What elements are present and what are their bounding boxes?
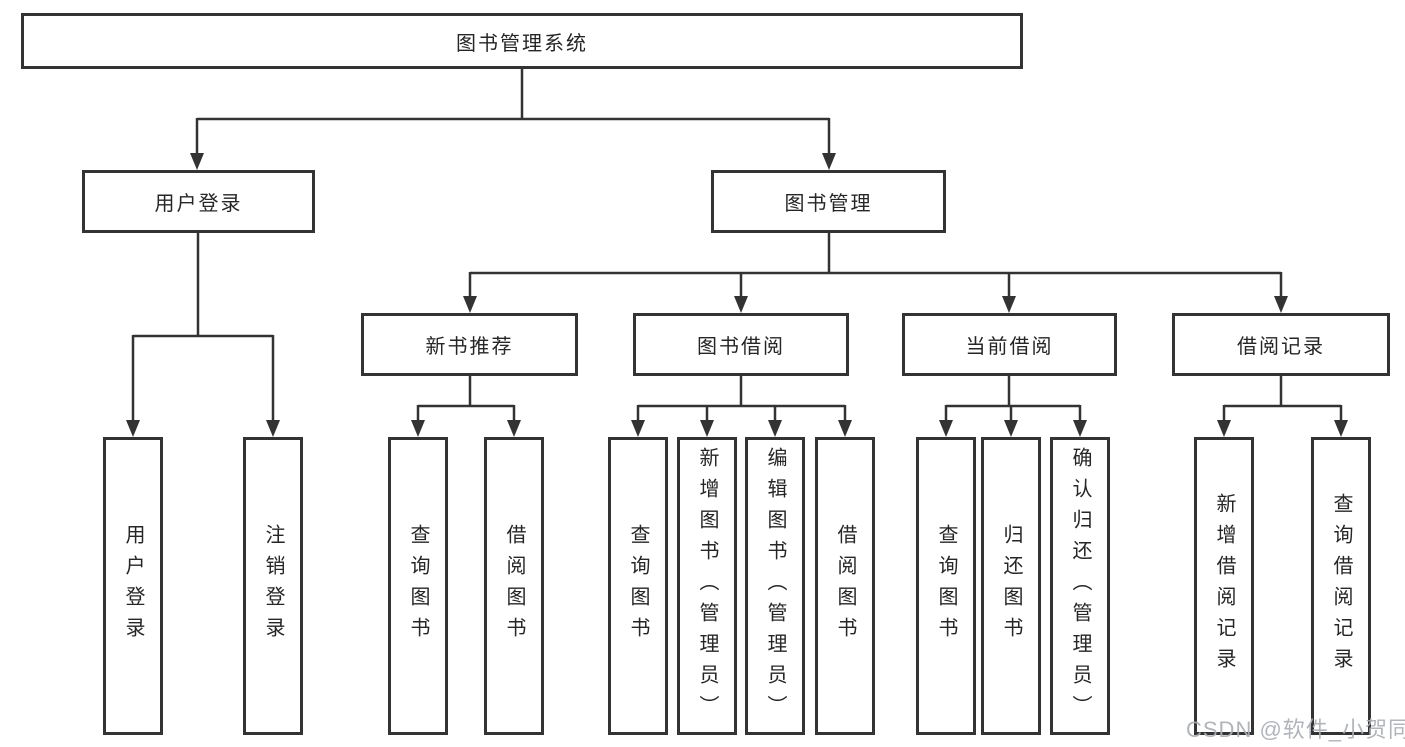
node-label: 编辑图书（管理员） bbox=[764, 446, 786, 726]
arrowheads bbox=[126, 153, 1348, 437]
node-label: 注销登录 bbox=[262, 524, 284, 648]
leaf-query-books-current: 查询图书 bbox=[916, 437, 976, 735]
node-label: 查询图书 bbox=[627, 524, 649, 648]
node-label: 图书管理系统 bbox=[456, 32, 588, 55]
node-label: 用户登录 bbox=[154, 193, 243, 215]
node-label: 查询图书 bbox=[935, 524, 957, 648]
leaf-add-books-admin: 新增图书（管理员） bbox=[677, 437, 737, 735]
node-label: 借阅记录 bbox=[1237, 336, 1325, 358]
csdn-watermark: CSDN @软件_小贺同学 bbox=[1186, 717, 1405, 742]
leaf-confirm-return-admin: 确认归还（管理员） bbox=[1050, 437, 1110, 735]
node-label: 新增借阅记录 bbox=[1213, 493, 1235, 679]
node-label: 查询图书 bbox=[407, 524, 429, 648]
leaf-add-borrow-record: 新增借阅记录 bbox=[1194, 437, 1254, 735]
node-user-login-branch: 用户登录 bbox=[82, 170, 315, 233]
leaf-borrow-books: 借阅图书 bbox=[815, 437, 875, 735]
leaf-query-borrow-record: 查询借阅记录 bbox=[1311, 437, 1371, 735]
node-book-borrow: 图书借阅 bbox=[633, 313, 849, 376]
leaf-user-login: 用户登录 bbox=[103, 437, 163, 735]
leaf-borrow-books-recommend: 借阅图书 bbox=[484, 437, 544, 735]
node-label: 当前借阅 bbox=[965, 336, 1054, 358]
leaf-query-books-recommend: 查询图书 bbox=[388, 437, 448, 735]
node-label: 借阅图书 bbox=[503, 524, 525, 648]
leaf-return-books: 归还图书 bbox=[981, 437, 1041, 735]
node-system-root: 图书管理系统 bbox=[21, 13, 1023, 69]
node-label: 查询借阅记录 bbox=[1330, 493, 1352, 679]
node-current-borrow: 当前借阅 bbox=[902, 313, 1117, 376]
leaf-logout-login: 注销登录 bbox=[243, 437, 303, 735]
node-label: 借阅图书 bbox=[834, 524, 856, 648]
node-label: 新增图书（管理员） bbox=[696, 446, 718, 726]
node-label: 用户登录 bbox=[122, 524, 144, 648]
node-borrow-records: 借阅记录 bbox=[1172, 313, 1390, 376]
node-new-book-recommend: 新书推荐 bbox=[361, 313, 578, 376]
leaf-query-books-borrow: 查询图书 bbox=[608, 437, 668, 735]
node-label: 图书管理 bbox=[784, 193, 873, 215]
node-label: 新书推荐 bbox=[425, 336, 514, 358]
leaf-edit-books-admin: 编辑图书（管理员） bbox=[745, 437, 805, 735]
node-book-management-branch: 图书管理 bbox=[711, 170, 946, 233]
node-label: 确认归还（管理员） bbox=[1069, 446, 1091, 726]
node-label: 图书借阅 bbox=[697, 336, 785, 358]
node-label: 归还图书 bbox=[1000, 524, 1022, 648]
